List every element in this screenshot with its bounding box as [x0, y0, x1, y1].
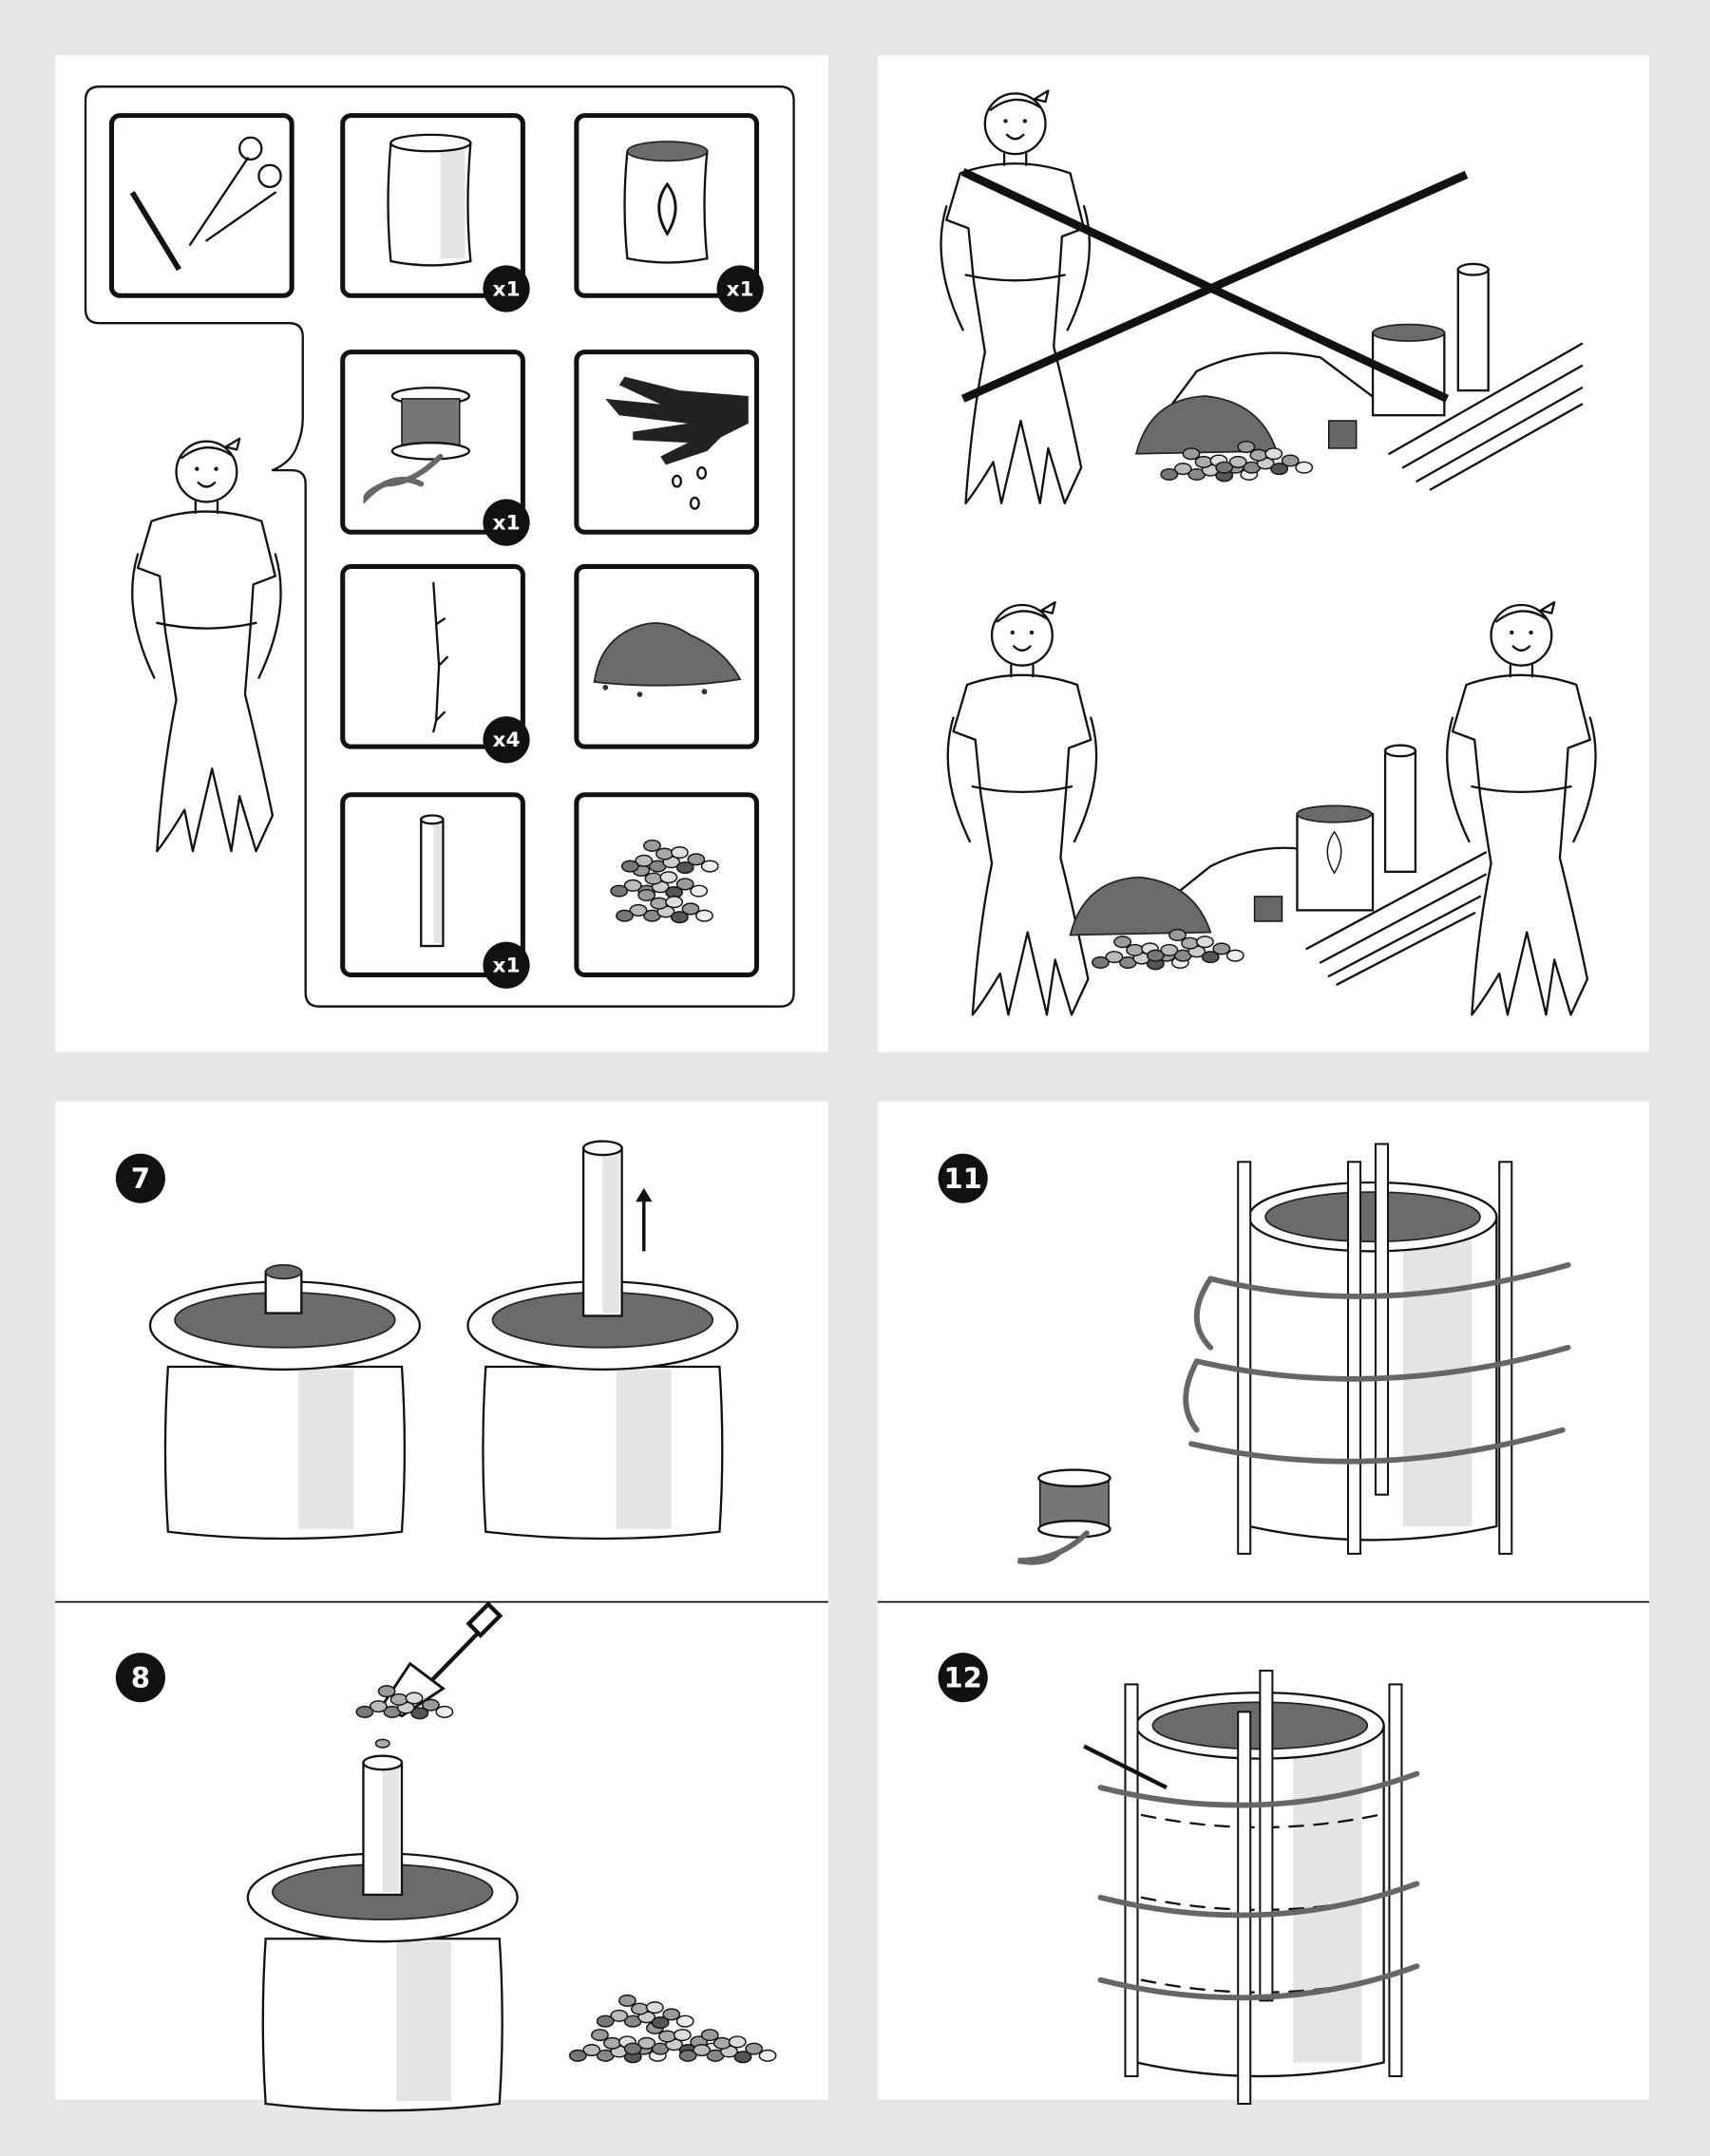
step-number: 7: [131, 1163, 150, 1195]
step-number: 8: [131, 1661, 150, 1693]
count-badge: [483, 499, 530, 546]
count-badge: [483, 265, 530, 312]
count-label: x1: [492, 511, 520, 535]
parts-panel: x1 x1 x1 x4: [55, 54, 828, 1052]
glove-box: [574, 350, 760, 535]
pencil-icon: [129, 191, 181, 272]
step-12: 12: [938, 1653, 1420, 2106]
stick-box: x4: [340, 563, 530, 764]
cross-out-icon: [960, 168, 1469, 403]
planter-pot: [466, 1280, 739, 1541]
scissors-icon: [188, 136, 282, 246]
step-number-badge: [938, 1153, 988, 1203]
step-number-badge: [115, 1153, 165, 1203]
steps-7-8-panel: 7 8: [55, 1101, 828, 2112]
soil-pile-box: [574, 563, 760, 749]
rope-spool-icon: [1016, 1468, 1112, 1565]
tube-box: x1: [340, 792, 530, 989]
leaf-logo-icon: [657, 181, 677, 236]
planter-pot: [148, 1280, 421, 1541]
count-label: x1: [492, 955, 520, 978]
arrow-up-icon: [636, 1187, 653, 1252]
rope-spool-box: x1: [340, 350, 530, 546]
speech-bubble-outline: [84, 85, 795, 1008]
count-label: x4: [492, 728, 520, 752]
count-label: x1: [727, 277, 754, 301]
count-badge: [483, 716, 530, 764]
step-number: 12: [944, 1661, 982, 1693]
together-scene: [946, 600, 1597, 1016]
teamwork-panel: [877, 54, 1650, 1052]
gloved-hand-icon: [605, 376, 749, 465]
tools-box: [108, 113, 294, 298]
step-number-badge: [115, 1653, 165, 1703]
steps-11-12-panel: 11 12: [877, 1101, 1650, 2106]
step-11: 11: [938, 1143, 1571, 1565]
step-number-badge: [938, 1653, 988, 1703]
alone-scene: [940, 89, 1584, 505]
pencil-icon: [1083, 1744, 1168, 1789]
cylinder-box: x1: [340, 113, 530, 312]
soil-bag-box: x1: [574, 113, 764, 312]
count-badge: [716, 265, 764, 312]
pebbles-box: [574, 792, 760, 977]
step-8: 8: [115, 1600, 777, 2112]
step-7: 7: [115, 1140, 739, 1541]
count-badge: [483, 941, 530, 989]
count-label: x1: [492, 277, 520, 301]
step-number: 11: [944, 1163, 982, 1195]
